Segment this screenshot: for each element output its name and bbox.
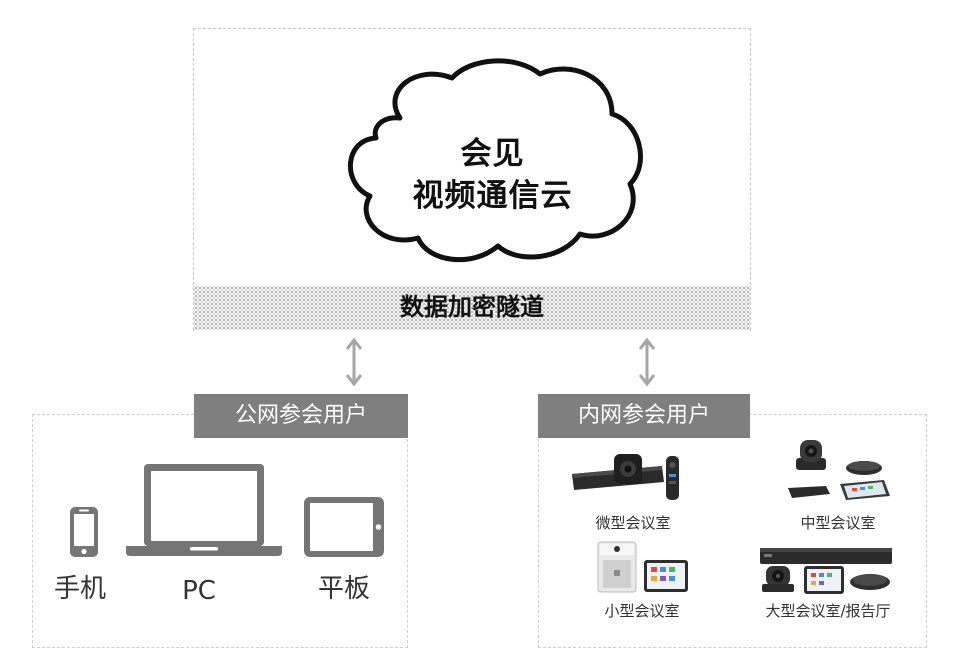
cloud-title-line1: 会见	[460, 136, 525, 172]
device-label-pc: PC	[182, 576, 216, 606]
codec-terminal-icon	[760, 548, 892, 594]
video-bar-icon	[572, 454, 679, 500]
double-arrow-icon-right	[638, 337, 656, 387]
double-arrow-icon-left	[345, 337, 363, 387]
cloud-icon	[347, 58, 643, 263]
room-label-micro: 微型会议室	[595, 514, 671, 532]
tunnel-label: 数据加密隧道	[400, 293, 544, 321]
private-group-header: 内网参会用户	[538, 394, 750, 438]
laptop-icon	[126, 464, 282, 556]
room-label-small: 小型会议室	[604, 602, 680, 620]
tunnel-band	[194, 286, 750, 330]
tablet-icon	[304, 497, 384, 557]
small-terminal-icon	[597, 541, 688, 593]
public-group-header: 公网参会用户	[194, 394, 408, 438]
cloud-title-line2: 视频通信云	[412, 178, 573, 214]
phone-icon	[70, 507, 98, 557]
room-label-large: 大型会议室/报告厅	[765, 602, 891, 620]
ptz-camera-icon	[788, 440, 890, 500]
device-label-phone: 手机	[53, 574, 106, 604]
device-label-tablet: 平板	[317, 574, 370, 604]
room-label-medium: 中型会议室	[800, 514, 876, 532]
